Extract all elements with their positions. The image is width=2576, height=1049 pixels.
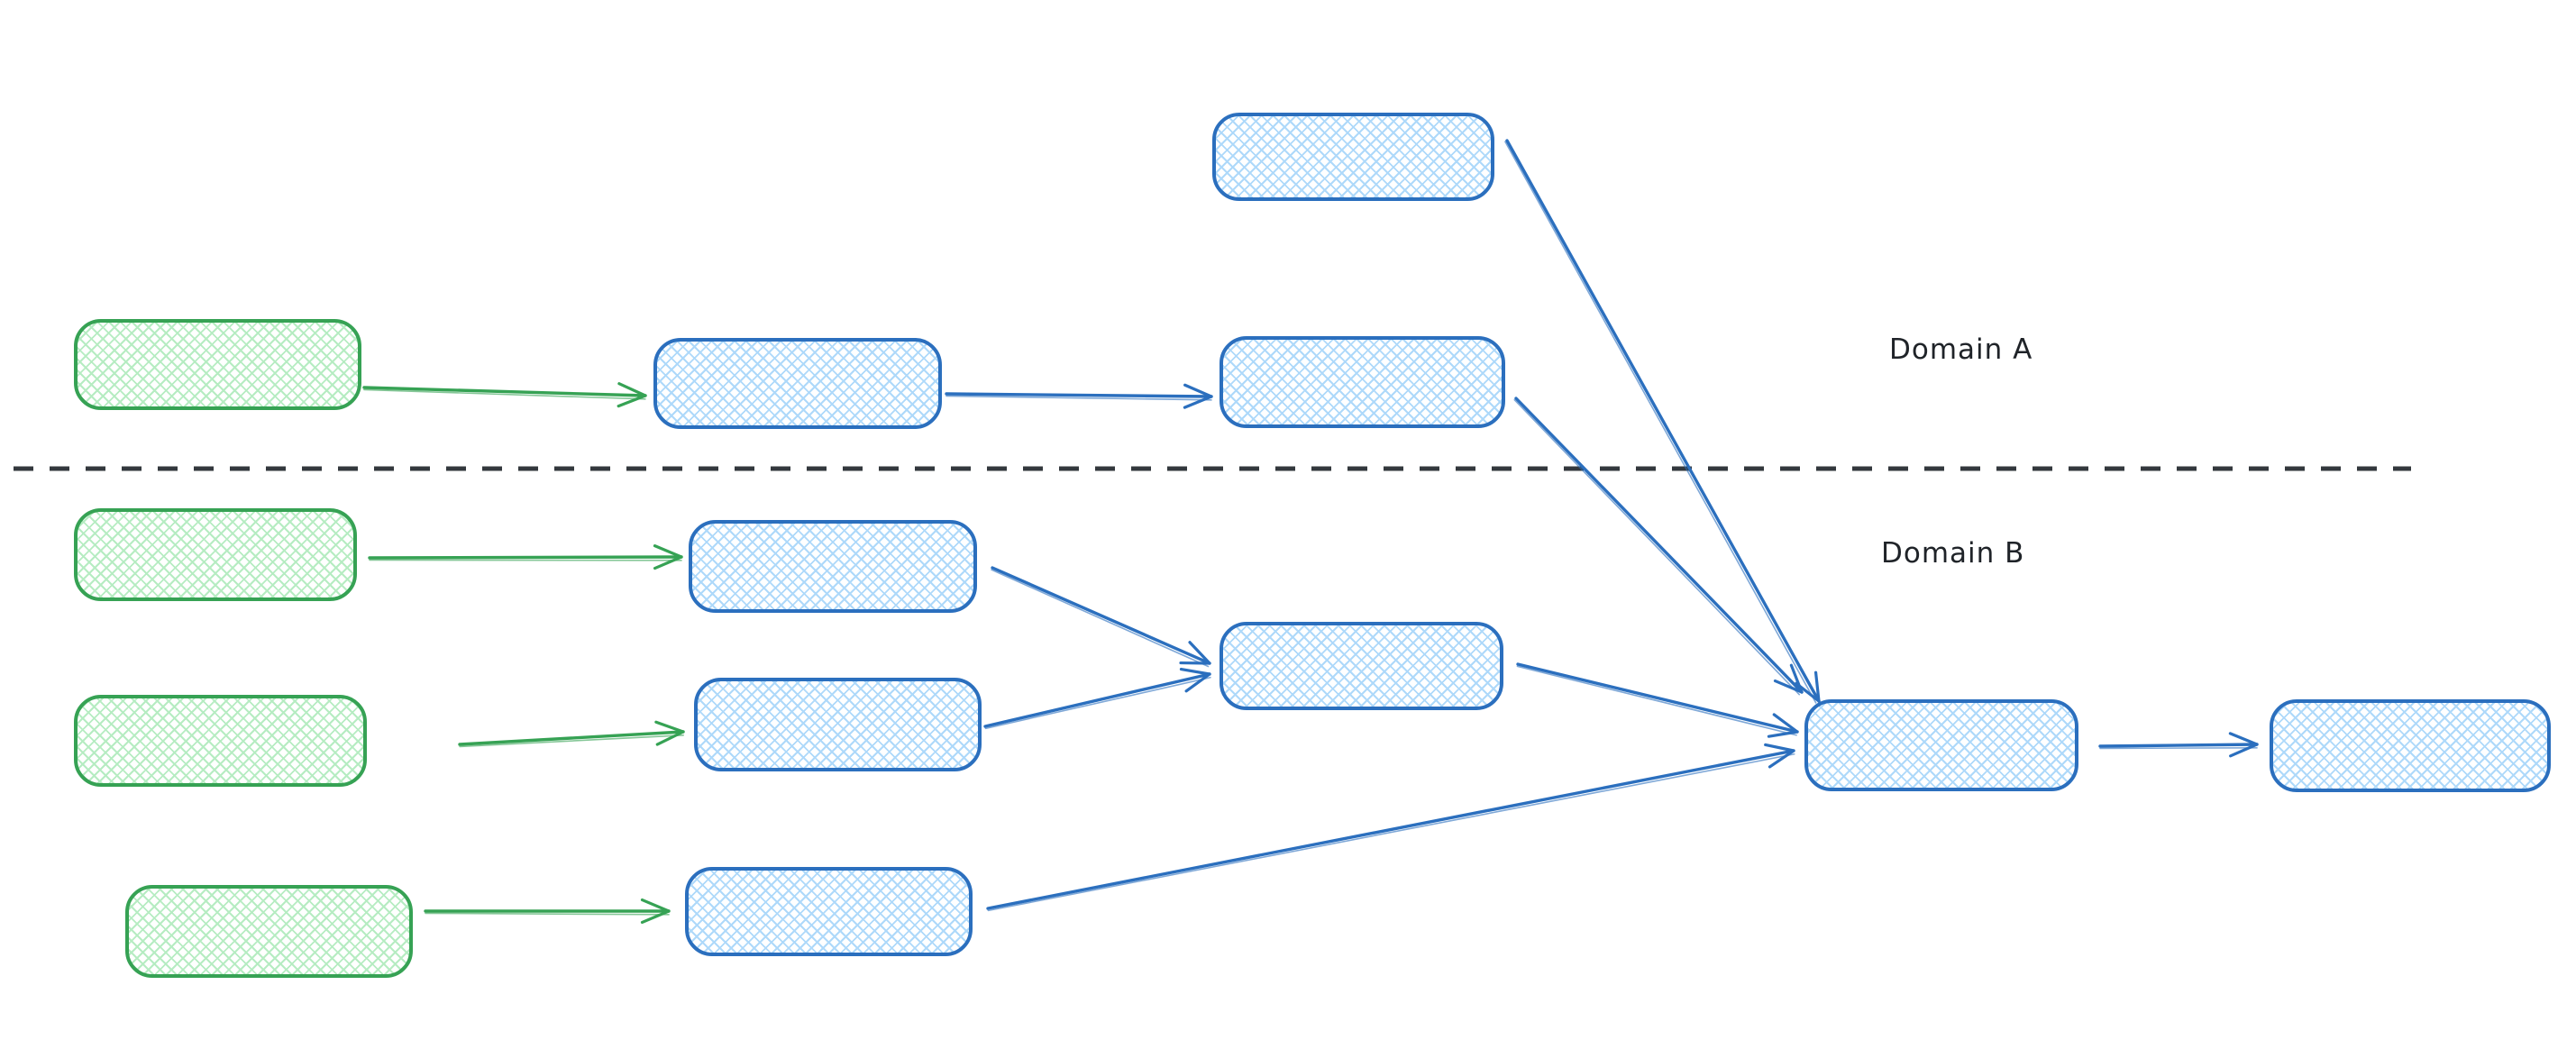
edge-blue-a1-to-blue-a2 — [945, 383, 1213, 409]
edge-blue-b2-to-blue-mid — [983, 667, 1211, 730]
node-blue-converge — [1804, 699, 2078, 791]
edge-blue-top-to-converge — [1504, 139, 1821, 704]
node-blue-mid — [1219, 622, 1503, 710]
edge-green-b1-to-blue-b1 — [368, 544, 683, 570]
domain-b-label: Domain B — [1881, 537, 2025, 570]
edge-blue-b1-to-blue-mid — [991, 566, 1211, 668]
node-blue-a1 — [653, 338, 942, 429]
edge-blue-b3-to-converge — [986, 743, 1795, 912]
node-green-b2 — [74, 695, 367, 787]
edge-blue-mid-to-converge — [1516, 662, 1799, 738]
node-blue-a2 — [1219, 336, 1505, 428]
domain-a-label: Domain A — [1889, 333, 2033, 366]
node-green-b1 — [74, 508, 357, 601]
node-blue-b1 — [689, 520, 977, 613]
node-blue-b3 — [685, 867, 973, 956]
node-green-a — [74, 319, 361, 410]
node-blue-top — [1212, 113, 1494, 201]
edge-converge-to-final — [2098, 732, 2259, 758]
edge-green-b2-to-blue-b2 — [458, 720, 685, 748]
edge-blue-a2-to-converge — [1513, 397, 1804, 696]
node-blue-final — [2270, 699, 2551, 792]
node-green-b3 — [125, 885, 413, 978]
edge-green-a-to-blue-a1 — [362, 382, 647, 408]
edge-green-b3-to-blue-b3 — [424, 898, 671, 925]
node-blue-b2 — [694, 678, 982, 771]
